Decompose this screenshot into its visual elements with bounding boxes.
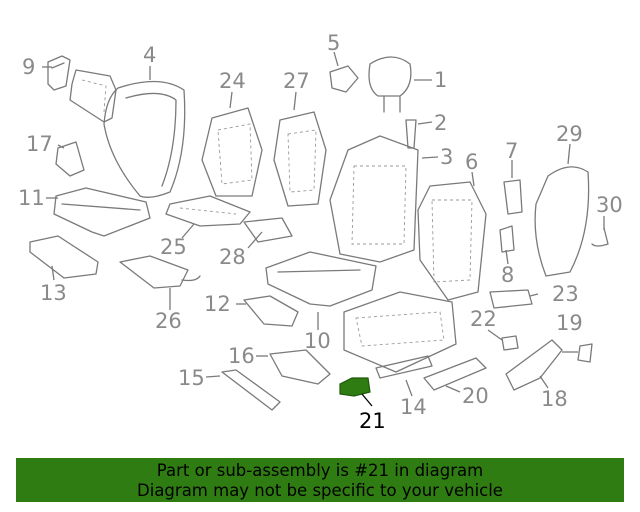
part-12 [243,295,299,327]
part-10 [265,251,377,307]
callout-22: 22 [470,307,497,331]
callout-20: 20 [462,384,489,408]
callout-28: 28 [219,245,246,269]
callout-15: 15 [178,366,205,390]
callout-9: 9 [22,55,35,79]
callout-3: 3 [440,145,453,169]
part-seat-frame [343,291,457,373]
part-6 [417,181,487,301]
part-16 [269,349,331,385]
callout-24: 24 [219,69,246,93]
part-5 [329,65,359,93]
part-14 [375,355,433,379]
part-backrest-bracket [69,69,117,123]
callout-4: 4 [143,43,156,67]
callout-17: 17 [26,132,53,156]
part-18 [505,339,563,391]
callout-21-highlighted: 21 [359,409,386,433]
part-27 [273,111,327,207]
callout-labels: 9 4 5 1 24 27 2 17 3 6 7 29 11 30 25 28 … [18,31,623,433]
part-13 [29,235,99,279]
part-17 [55,141,85,177]
callout-7: 7 [505,139,518,163]
part-4 [103,80,186,198]
part-1 [368,56,412,113]
callout-13: 13 [40,281,67,305]
banner-line-2: Diagram may not be specific to your vehi… [137,481,503,500]
callout-14: 14 [400,395,427,419]
callout-11: 11 [18,186,45,210]
callout-27: 27 [283,69,310,93]
callout-25: 25 [160,235,187,259]
part-21-highlighted[interactable] [339,377,371,397]
notice-banner: Part or sub-assembly is #21 in diagram D… [16,458,624,502]
callout-19: 19 [556,311,583,335]
part-3 [329,135,419,263]
callout-26: 26 [155,309,182,333]
callout-2: 2 [434,111,447,135]
part-7 [503,179,523,215]
part-29 [534,166,590,277]
callout-12: 12 [204,292,231,316]
leader-lines [42,51,605,407]
part-30 [591,227,609,247]
callout-23: 23 [552,282,579,306]
part-19 [577,343,593,363]
part-23 [489,289,533,309]
part-15 [221,369,281,411]
part-2 [405,119,417,149]
callout-5: 5 [327,31,340,55]
callout-10: 10 [304,329,331,353]
callout-18: 18 [541,387,568,411]
part-11 [53,187,151,237]
part-25 [165,195,251,227]
callout-1: 1 [434,68,447,92]
callout-6: 6 [465,150,478,174]
part-26 [119,255,201,289]
callout-8: 8 [501,263,514,287]
part-20 [423,357,487,391]
part-24 [201,107,263,197]
part-28 [243,217,293,243]
callout-30: 30 [596,193,623,217]
part-22 [501,335,519,351]
callout-29: 29 [556,122,583,146]
part-8 [499,225,515,253]
callout-16: 16 [228,344,255,368]
part-9 [47,55,71,91]
banner-line-1: Part or sub-assembly is #21 in diagram [156,461,484,480]
